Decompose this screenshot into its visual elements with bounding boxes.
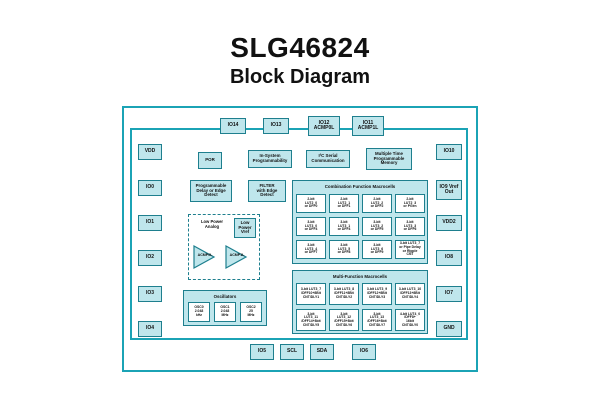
pin-io5: IO5 (250, 344, 274, 360)
comb-cell: 3-bit LUT3_4 or DFF7 (296, 240, 326, 259)
comb-cell: 2-bit LUT2_0 or DFF0 (296, 194, 326, 213)
pin-io12: IO12 ACMP0L (308, 116, 340, 136)
pin-io11: IO11 ACMP1L (352, 116, 384, 136)
comb-cell: 2-bit LUT2_2 or DFF2 (362, 194, 392, 213)
acmp1-label: ACMP1L (229, 253, 245, 257)
multi-cell: 3-bit LUT3_13 /DFF16+8bit CNT/DLY7 (362, 309, 392, 331)
acmp0-triangle-icon (193, 244, 216, 270)
multi-cell: 3-bit LUT3_12 /DFF15+8bit CNT/DLY6 (329, 309, 359, 331)
diagram-title: SLG46824 (230, 32, 370, 63)
acmp0-label: ACMP0L (197, 253, 213, 257)
comb-cell: 3-bit LUT3_2 or DFF5 (362, 217, 392, 236)
comb-cell: 3-bit LUT3_3 or DFF6 (395, 217, 425, 236)
pin-vdd: VDD (138, 144, 162, 160)
low-power-analog-group (188, 214, 260, 280)
block-mtp: Multiple Time Programmable Memory (366, 148, 412, 170)
pin-gnd: GND (436, 321, 462, 337)
comb-cell: 3-bit LUT3_5 or DFF8 (329, 240, 359, 259)
block-filter: FILTER with Edge Detect (248, 180, 286, 202)
osc1-block: OSC1 2.048 MHz (214, 302, 236, 322)
pin-io3: IO3 (138, 286, 162, 302)
pin-io7: IO7 (436, 286, 462, 302)
multi-cell: 3-bit LUT3_8 /DFF11+8Bit CNT/DLY2 (329, 283, 359, 305)
multi-cell: 4-bit LUT4_0 /DFF8+ 16bit CNT/DLY0 (395, 309, 425, 331)
block-i2c: I²C Serial Communication (306, 150, 350, 168)
block-por: POR (198, 152, 222, 169)
pin-io14: IO14 (220, 118, 246, 134)
pin-io1: IO1 (138, 215, 162, 231)
block-low-power-vref: Low Power Vref (234, 218, 256, 238)
pin-io8: IO8 (436, 250, 462, 266)
pin-io2: IO2 (138, 250, 162, 266)
multi-cell: 3-bit LUT3_7 /DFF10+8Bit CNT/DLY1 (296, 283, 326, 305)
pin-io9: IO9 Vref Out (436, 180, 462, 200)
comb-cell: 3-bit LUT3_7 or Pipe Delay or Ripple CNT (395, 240, 425, 259)
comb-cell: 2-bit LUT2_1 or DFF1 (329, 194, 359, 213)
acmp-symbols (193, 244, 248, 270)
multi-cell: 3-bit LUT3_11 /DFF14+8bit CNT/DLY5 (296, 309, 326, 331)
pin-io0: IO0 (138, 180, 162, 196)
pin-io4: IO4 (138, 321, 162, 337)
comb-cell: 2-bit LUT2_3 or PGen (395, 194, 425, 213)
pin-io13: IO13 (263, 118, 289, 134)
pin-vdd2: VDD2 (436, 215, 462, 231)
pin-sda: SDA (310, 344, 334, 360)
oscillators-label: Oscillators (213, 294, 237, 299)
comb-cell: 3-bit LUT3_1 or DFF4 (329, 217, 359, 236)
pin-io10: IO10 (436, 144, 462, 160)
comb-cell: 3-bit LUT3_6 or DFF9 (362, 240, 392, 259)
low-power-analog-label: Low Power Analog (200, 219, 224, 229)
pin-io6: IO6 (352, 344, 376, 360)
multi-function-macrocells-label: Multi-Function Macrocells (332, 274, 388, 279)
osc2-block: OSC2 25 MHz (240, 302, 262, 322)
comb-cell: 3-bit LUT3_0 or DFF4 (296, 217, 326, 236)
diagram-subtitle: Block Diagram (229, 66, 371, 88)
combination-macrocells-label: Combination Function Macrocells (324, 184, 396, 189)
multi-cell: 3-bit LUT3_10 /DFF13+8Bit CNT/DLY4 (395, 283, 425, 305)
block-delay: Programmable Delay or Edge Detect (190, 180, 232, 202)
osc0-block: OSC0 2.048 kHz (188, 302, 210, 322)
multi-cell: 3-bit LUT3_9 /DFF12+8Bit CNT/DLY3 (362, 283, 392, 305)
block-isp: In-System Programmability (248, 150, 292, 168)
pin-scl: SCL (280, 344, 304, 360)
acmp1-triangle-icon (225, 244, 248, 270)
